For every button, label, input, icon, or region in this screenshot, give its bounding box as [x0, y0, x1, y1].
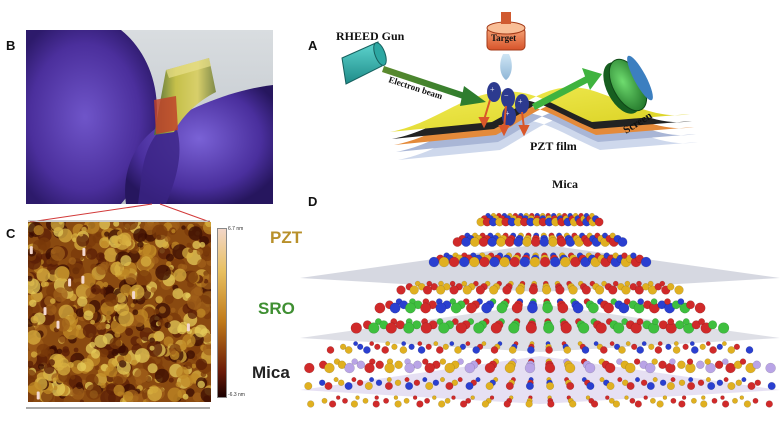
mica-layer-label: Mica [252, 363, 290, 382]
gloved-hands-holding-film-photo [26, 30, 273, 204]
mica-substrate-label: Mica [552, 177, 578, 191]
svg-text:+: + [490, 85, 495, 94]
atom-lattice [304, 212, 776, 408]
zoom-connector-lines [26, 203, 211, 409]
svg-text:−: − [504, 91, 509, 100]
sro-layer-label: SRO [258, 299, 295, 318]
target-label: Target [491, 33, 516, 43]
svg-text:+: + [505, 109, 510, 118]
pzt-layer-label: PZT [270, 228, 303, 247]
pld-rheed-schematic: RHEED Gun Electron beam Target + − + + S… [336, 12, 698, 191]
colorbar-min-label: -6.3 nm [228, 392, 245, 398]
heterostructure-atomic-model [300, 212, 780, 408]
panel-b-label: B [6, 38, 16, 53]
panel-d-label: D [308, 194, 318, 209]
afm-colorbar [217, 228, 227, 398]
pzt-film-label: PZT film [530, 139, 577, 153]
target-icon [486, 12, 526, 51]
rheed-gun-icon [341, 41, 387, 85]
rheed-screen-icon [603, 55, 653, 114]
svg-text:+: + [518, 97, 523, 106]
rheed-gun-label: RHEED Gun [336, 29, 405, 43]
colorbar-max-label: 6.7 nm [228, 226, 244, 232]
panel-c-label: C [6, 226, 16, 241]
panel-a-label: A [308, 38, 318, 53]
panel-b-photo [26, 30, 273, 204]
afm-topography-map [21, 214, 218, 408]
afm-image [21, 214, 218, 408]
